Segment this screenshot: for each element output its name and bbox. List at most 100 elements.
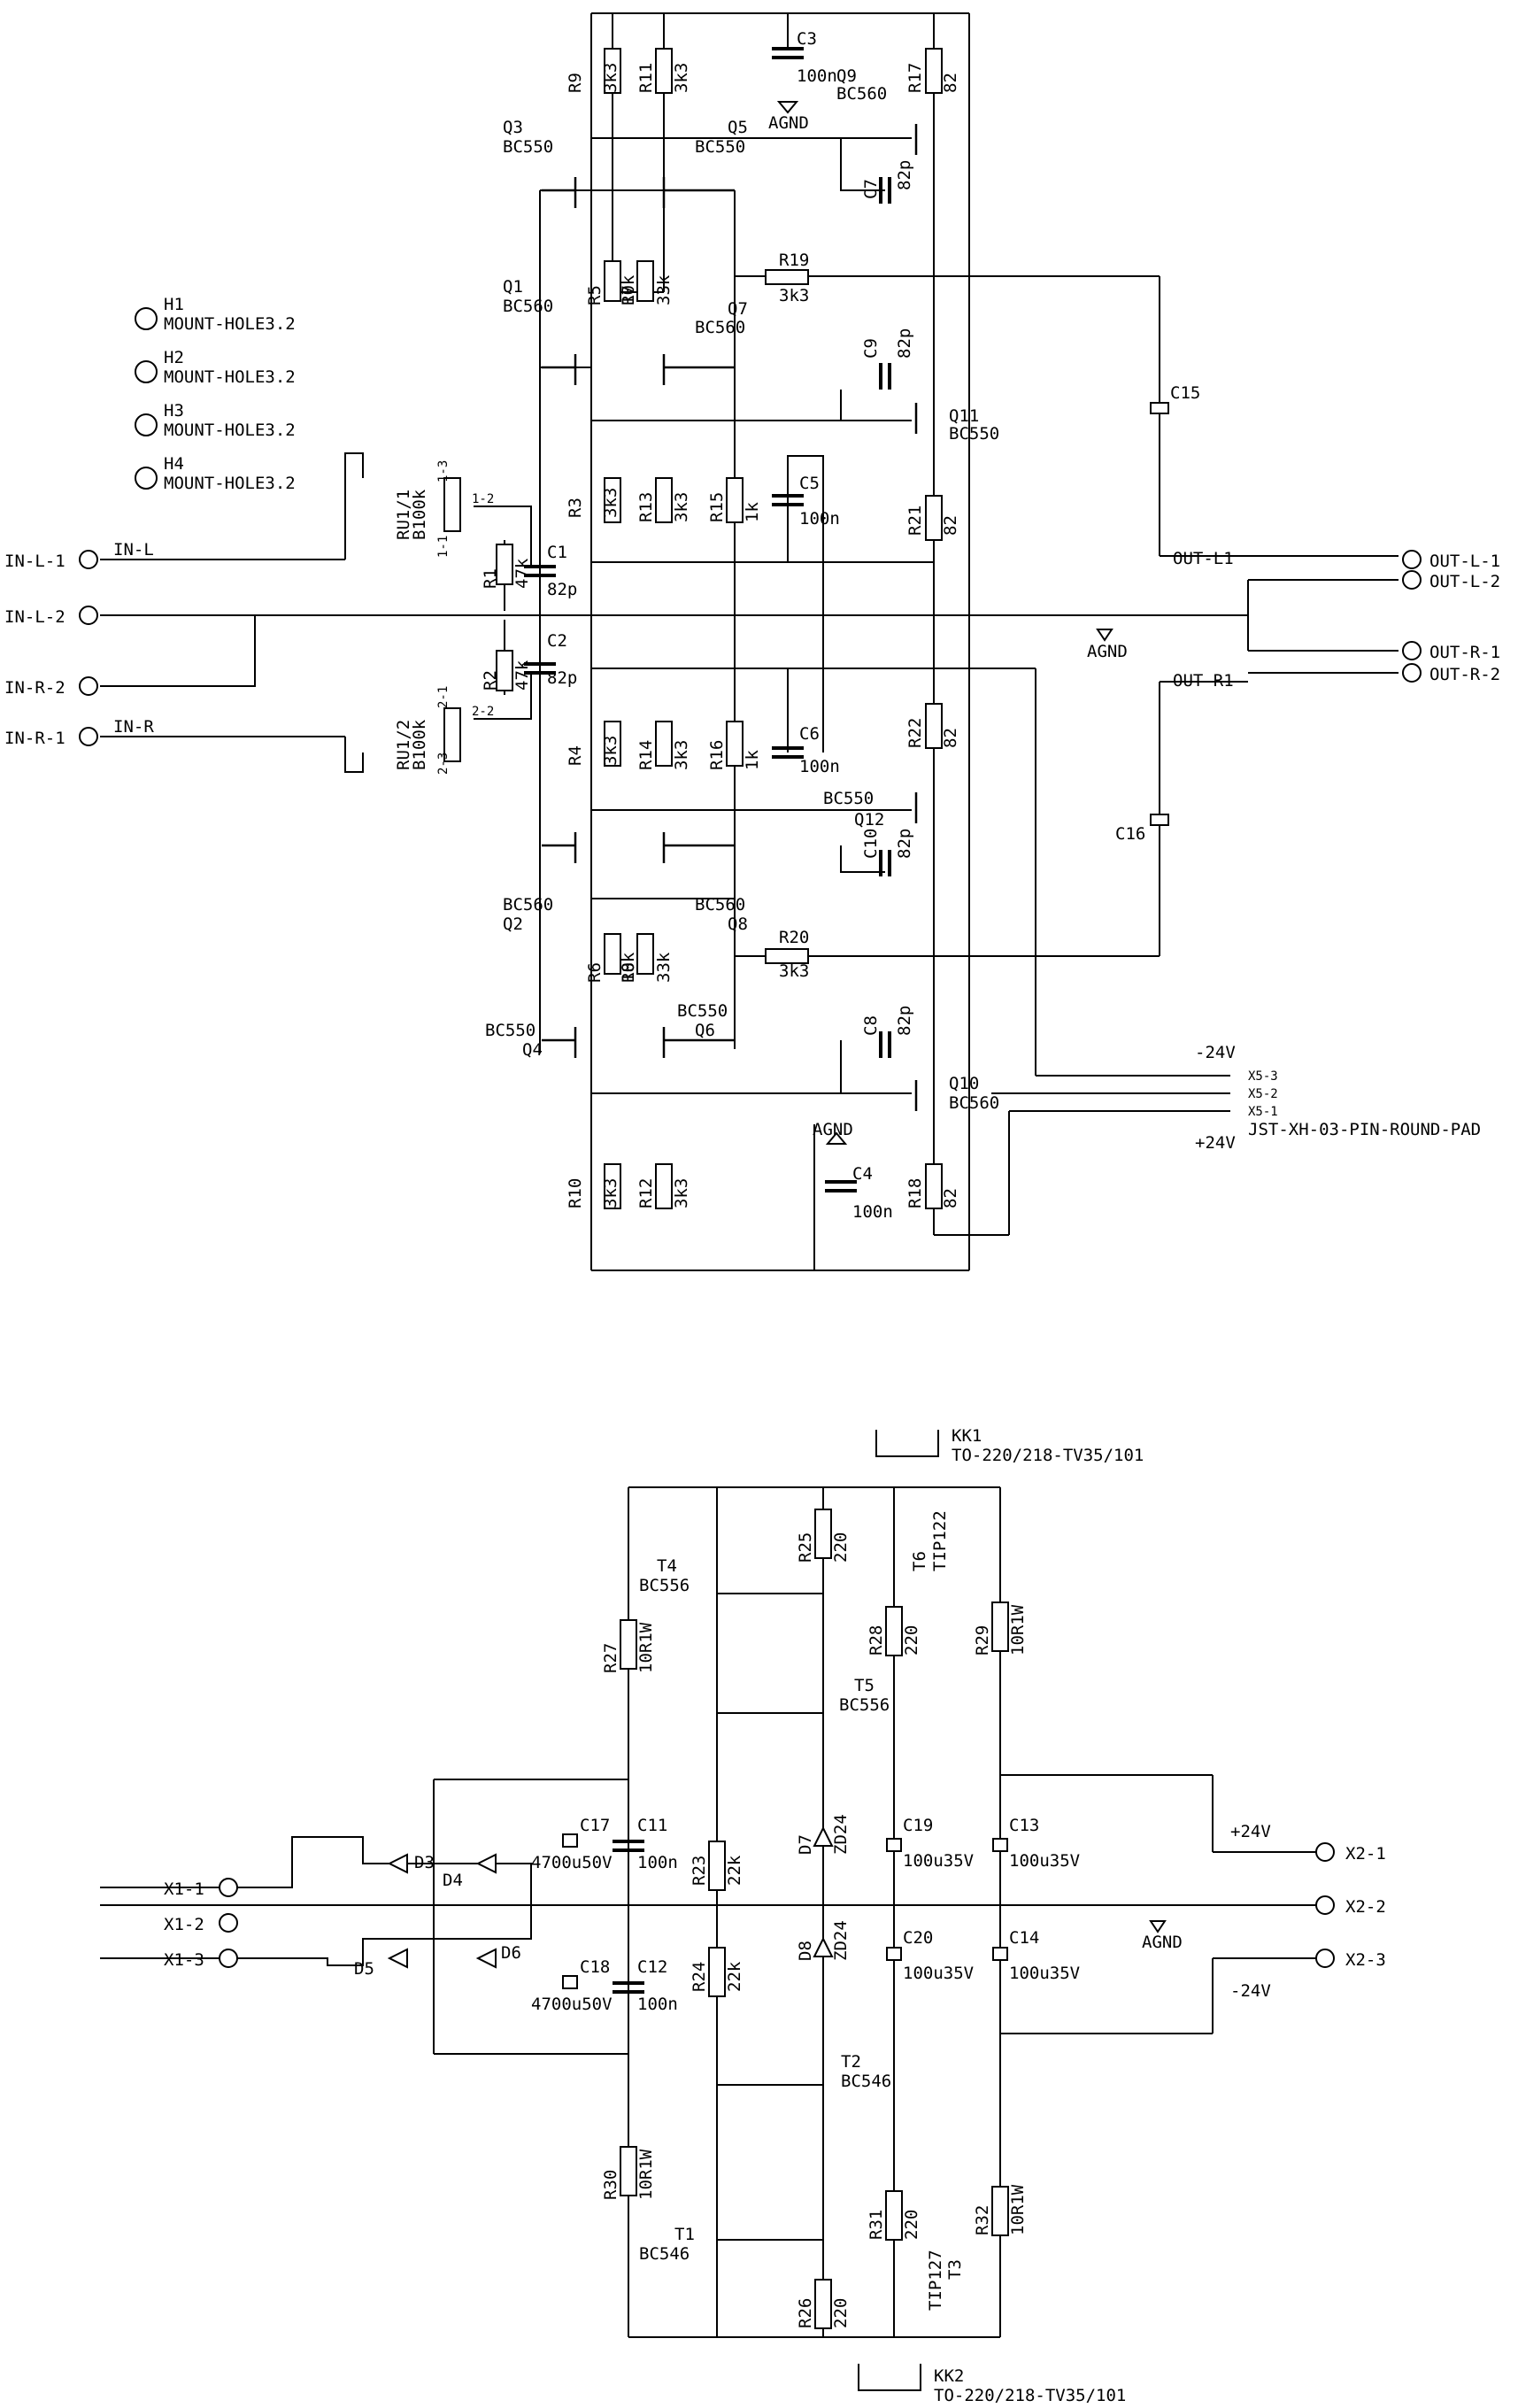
ru1-2-pin1: 2-1 [436,686,451,708]
r16-ref: R16 [707,740,727,770]
q9-part: BC560 [836,84,887,104]
connector-pins [79,307,1422,1968]
c5-ref: C5 [799,474,820,493]
r13-ref: R13 [636,492,656,522]
r23-value: 22k [725,1855,744,1886]
ground-labels: AGND AGND AGND AGND [768,113,1183,1952]
transistor-labels: Q1 BC560 Q2 BC560 Q3 BC550 Q4 BC550 Q5 B… [485,66,999,2311]
c9-value: 82p [895,328,914,359]
r15-value: 1k [743,502,762,522]
r2-value: 47k [512,660,532,691]
q10-ref: Q10 [949,1074,979,1093]
x5-pos-label: +24V [1195,1133,1236,1153]
q10-part: BC560 [949,1093,999,1113]
r10-value: 3k3 [601,1178,620,1208]
t3-ref: T3 [945,2259,965,2280]
d7-ref: D7 [796,1834,815,1855]
d8-part: ZD24 [831,1920,851,1961]
r8-value: 33k [654,952,674,983]
q1-part: BC560 [503,297,553,316]
c18-ref: C18 [580,1957,610,1977]
c15-ref: C15 [1170,383,1200,403]
preamp-resistors [443,48,943,1209]
r29-value: 10R1W [1008,1604,1028,1656]
c4-ref: C4 [852,1164,873,1184]
r1-value: 47k [512,558,532,589]
x5-pin3: X5-3 [1248,1069,1278,1084]
h1-part: MOUNT-HOLE3.2 [164,314,296,334]
c11-value: 100n [637,1853,678,1872]
r25-value: 220 [831,1532,851,1563]
q3-ref: Q3 [503,118,523,137]
h2-ref: H2 [164,348,184,367]
kk1-part: TO-220/218-TV35/101 [952,1446,1144,1465]
agnd-1: AGND [1087,642,1128,661]
net-out-r1: OUT-R1 [1173,671,1234,691]
heatsinks [858,1430,939,2391]
h1-ref: H1 [164,295,184,314]
net-pos24: +24V [1230,1822,1271,1841]
r18-ref: R18 [905,1178,925,1208]
r14-ref: R14 [636,740,656,770]
r11-ref: R11 [636,63,656,93]
ru1-1-pin1: 1-1 [436,536,451,558]
c6-value: 100n [799,757,840,776]
r6-value: 10k [619,952,638,983]
d7-part: ZD24 [831,1814,851,1855]
x5-pin1: X5-1 [1248,1105,1278,1119]
connector-labels: IN-L-1 IN-L-2 IN-R-2 IN-R-1 IN-L IN-R OU… [4,540,1500,2001]
conn-x2-2: X2-2 [1345,1897,1386,1917]
r26-value: 220 [831,2298,851,2328]
q4-ref: Q4 [522,1040,543,1060]
ru1-2-pin3: 2-3 [436,752,451,775]
c2-value: 82p [547,668,577,688]
q8-ref: Q8 [728,915,748,934]
x5-pin2: X5-2 [1248,1087,1278,1101]
conn-x2-3: X2-3 [1345,1950,1386,1970]
q12-ref: Q12 [854,810,884,830]
r24-value: 22k [725,1961,744,1992]
resistor-labels: R1 47k R2 47k R3 3k3 R4 3k3 R5 10k R6 10… [481,63,1028,2328]
ground-symbols [776,101,1167,1933]
c4-value: 100n [852,1202,893,1222]
q4-part: BC550 [485,1021,536,1040]
d4-ref: D4 [443,1871,463,1890]
c13-ref: C13 [1009,1816,1039,1835]
c7-ref: C7 [861,179,881,199]
r16-value: 1k [743,750,762,770]
conn-in-r2: IN-R-2 [4,678,65,698]
r9-ref: R9 [566,73,585,93]
c16-ref: C16 [1115,824,1145,844]
q11-ref: Q11 [949,406,979,426]
q11-part: BC550 [949,424,999,444]
q6-ref: Q6 [695,1021,715,1040]
conn-in-r1: IN-R-1 [4,729,65,748]
c20-ref: C20 [903,1928,933,1948]
ru1-1-pin2: 1-2 [472,492,494,506]
pot-labels: RU1/1 B100k 1-3 1-2 1-1 RU1/2 B100k 2-1 … [394,460,494,775]
r17-ref: R17 [905,63,925,93]
r20-ref: R20 [779,928,809,947]
psu-capacitors [562,1833,1008,1994]
r1-ref: R1 [481,568,500,589]
r3-ref: R3 [566,498,585,518]
net-in-r: IN-R [113,717,154,737]
r8-ref: R8 [619,962,638,983]
conn-x1-2: X1-2 [164,1915,204,1934]
diode-labels: D3 D4 D5 D6 D7 ZD24 D8 ZD24 [354,1814,851,1979]
r24-ref: R24 [690,1962,709,1992]
h3-ref: H3 [164,401,184,421]
preamp-wiring [100,12,1399,1271]
t4-ref: T4 [657,1556,677,1576]
r21-value: 82 [941,515,960,536]
ru1-1-pin3: 1-3 [436,460,451,482]
h3-part: MOUNT-HOLE3.2 [164,421,296,440]
r29-ref: R29 [973,1625,992,1656]
q5-part: BC550 [695,137,745,157]
c10-value: 82p [895,829,914,859]
capacitor-labels: C1 82p C2 82p C3 100n C4 100n C5 100n C6… [531,29,1200,2014]
q7-ref: Q7 [728,299,748,319]
t5-part: BC556 [839,1695,890,1715]
q1-ref: Q1 [503,277,523,297]
